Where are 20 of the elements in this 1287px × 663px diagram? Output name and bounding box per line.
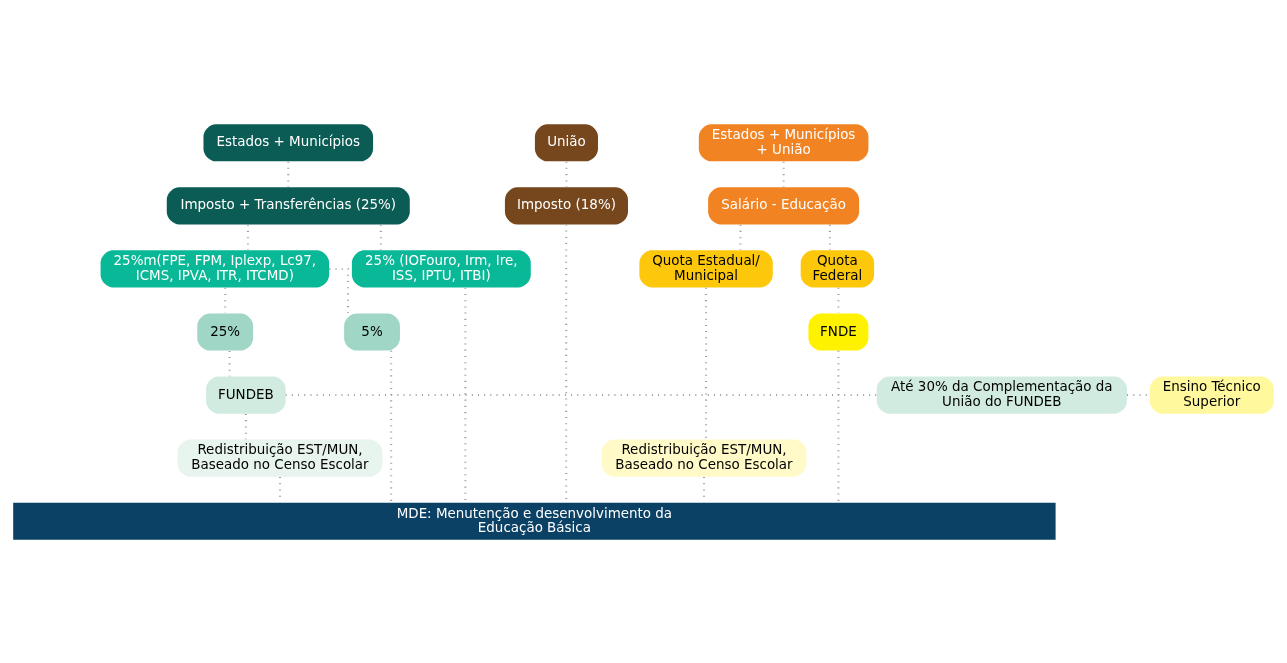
node-box: Quota Federal xyxy=(800,249,875,288)
node-box: FUNDEB xyxy=(206,375,286,414)
node-box: 25%m(FPE, FPM, Iplexp, Lc97, ICMS, IPVA, ITR, ITCMD) xyxy=(100,249,330,288)
node-box: Ensino Técnico Superior xyxy=(1149,375,1274,414)
node-box: Imposto (18%) xyxy=(504,186,628,224)
node-box: MDE: Menutenção e desenvolvimento da Educação Básica xyxy=(13,502,1056,540)
node-box: 25% (IOFouro, Irm, Ire, ISS, IPTU, ITBI) xyxy=(351,249,531,288)
node-box: Estados + Municípios + União xyxy=(698,123,869,161)
node-box: FNDE xyxy=(808,312,869,351)
node-box: Estados + Municípios xyxy=(203,123,374,161)
node-box: União xyxy=(534,123,598,161)
node-box: 25% xyxy=(197,312,254,351)
node-box: Redistribuição EST/MUN, Baseado no Censo Escolar xyxy=(177,439,383,477)
node-box: Quota Estadual/ Municipal xyxy=(639,249,773,288)
node-box: 5% xyxy=(344,312,400,351)
node-box: Até 30% da Complementação da União do FUNDEB xyxy=(876,375,1127,414)
node-box: Imposto + Transferências (25%) xyxy=(166,186,410,224)
connector xyxy=(329,267,350,313)
node-box: Salário - Educação xyxy=(708,186,860,224)
node-box: Redistribuição EST/MUN, Baseado no Censo Escolar xyxy=(601,439,807,477)
